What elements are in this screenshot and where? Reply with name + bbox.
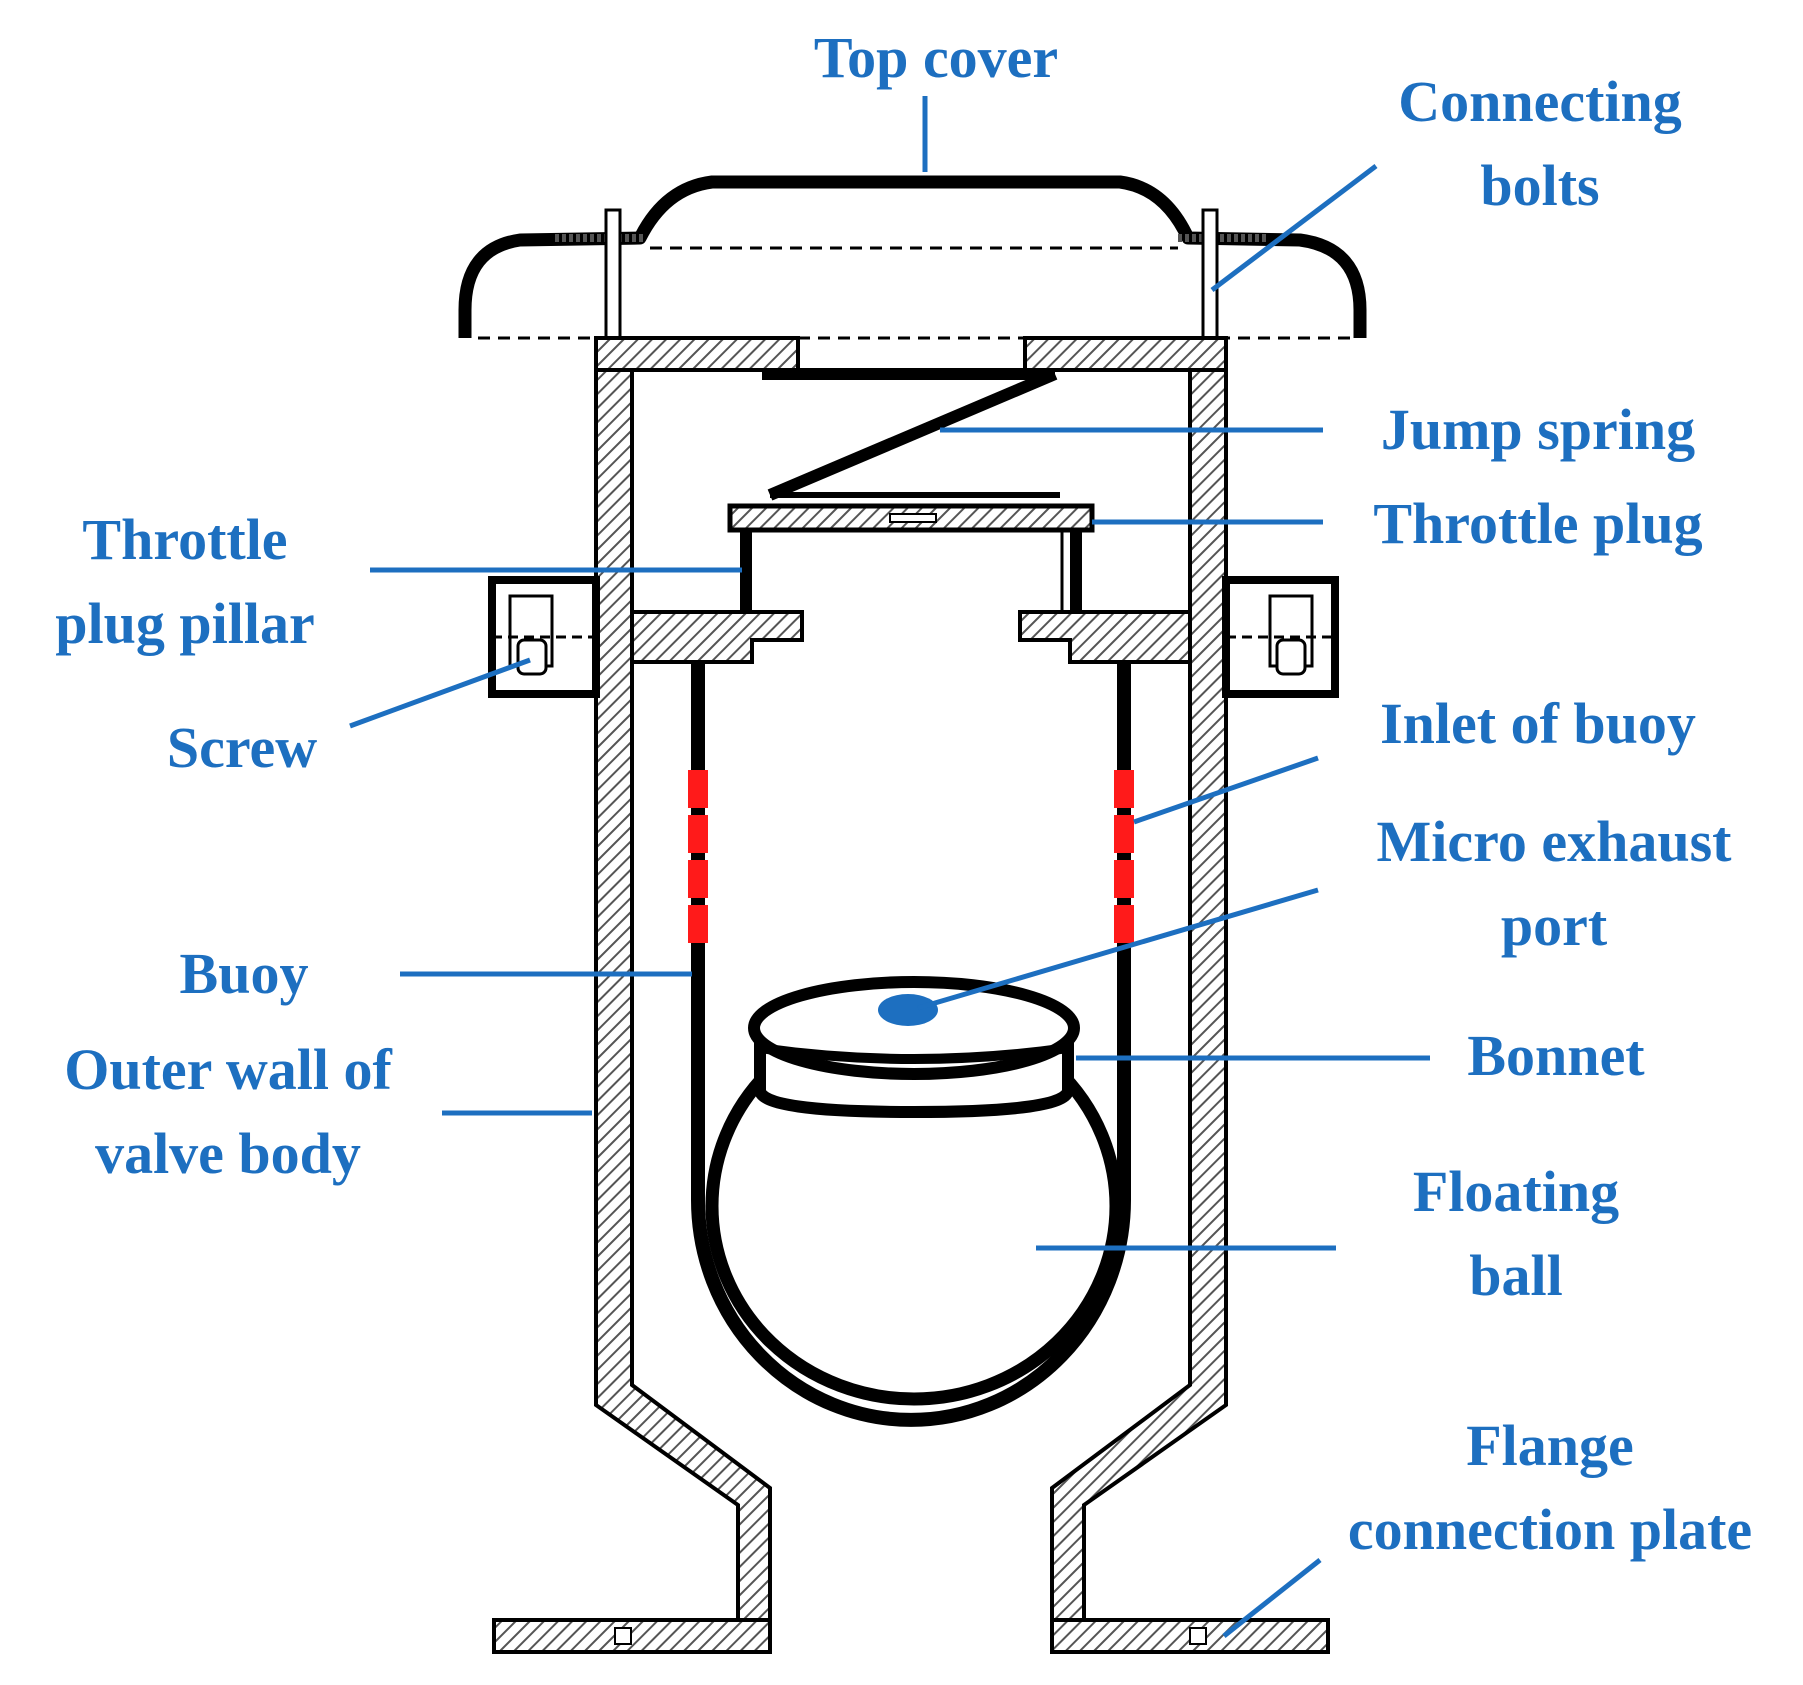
flange-plates [492, 1618, 1330, 1654]
leader-flange-plate [1222, 1558, 1322, 1638]
throttle-plug [727, 503, 1095, 533]
label-bonnet: Bonnet [1467, 1014, 1644, 1098]
label-flange-plate-line2: connection plate [1347, 1497, 1753, 1562]
leader-connecting-bolts [1210, 164, 1378, 292]
label-flange-plate-line1: Flange [1466, 1413, 1634, 1478]
label-connecting-bolts: Connecting bolts [1398, 60, 1682, 228]
buoy-inlets [688, 770, 1134, 943]
label-micro-exhaust-port-line1: Micro exhaust [1376, 809, 1732, 874]
label-connecting-bolts-line1: Connecting [1398, 69, 1682, 134]
label-throttle-plug-text: Throttle plug [1373, 491, 1703, 556]
label-bonnet-text: Bonnet [1467, 1023, 1645, 1088]
label-screw: Screw [167, 706, 317, 790]
label-outer-wall-line2: valve body [95, 1121, 361, 1186]
label-micro-exhaust-port-line2: port [1500, 893, 1608, 958]
label-inlet-of-buoy-text: Inlet of buoy [1380, 691, 1696, 756]
leader-inlet-of-buoy [1133, 755, 1319, 825]
label-floating-ball-line1: Floating [1412, 1159, 1620, 1224]
label-buoy-text: Buoy [179, 941, 309, 1006]
label-buoy: Buoy [180, 932, 309, 1016]
connecting-bolts [604, 208, 1219, 342]
leader-lines [349, 96, 1430, 1638]
label-connecting-bolts-line2: bolts [1480, 153, 1600, 218]
label-inlet-of-buoy: Inlet of buoy [1380, 682, 1696, 766]
micro-exhaust-port [878, 994, 938, 1026]
label-throttle-plug-pillar-line2: plug pillar [55, 591, 315, 656]
jump-spring [762, 368, 1060, 501]
label-jump-spring: Jump spring [1381, 388, 1695, 472]
label-top-cover: Top cover [814, 16, 1058, 100]
leader-screw [349, 657, 531, 729]
label-throttle-plug: Throttle plug [1373, 482, 1702, 566]
label-outer-wall: Outer wall of valve body [64, 1028, 392, 1196]
label-jump-spring-text: Jump spring [1380, 397, 1696, 462]
label-throttle-plug-pillar-line1: Throttle [82, 507, 288, 572]
top-cover [458, 175, 1367, 340]
label-floating-ball: Floating ball [1413, 1150, 1619, 1318]
label-floating-ball-line2: ball [1469, 1243, 1563, 1308]
label-throttle-plug-pillar: Throttle plug pillar [55, 498, 314, 666]
label-screw-text: Screw [166, 715, 318, 780]
label-top-cover-text: Top cover [813, 25, 1059, 90]
leader-micro-exhaust-port [917, 887, 1319, 1011]
screws [488, 576, 1339, 698]
buoy [691, 662, 1131, 1427]
bonnet [748, 976, 1080, 1119]
label-micro-exhaust-port: Micro exhaust port [1377, 800, 1732, 968]
label-outer-wall-line1: Outer wall of [64, 1037, 392, 1102]
label-flange-connection-plate: Flange connection plate [1348, 1404, 1752, 1572]
throttle-plug-pillars [740, 530, 1082, 612]
